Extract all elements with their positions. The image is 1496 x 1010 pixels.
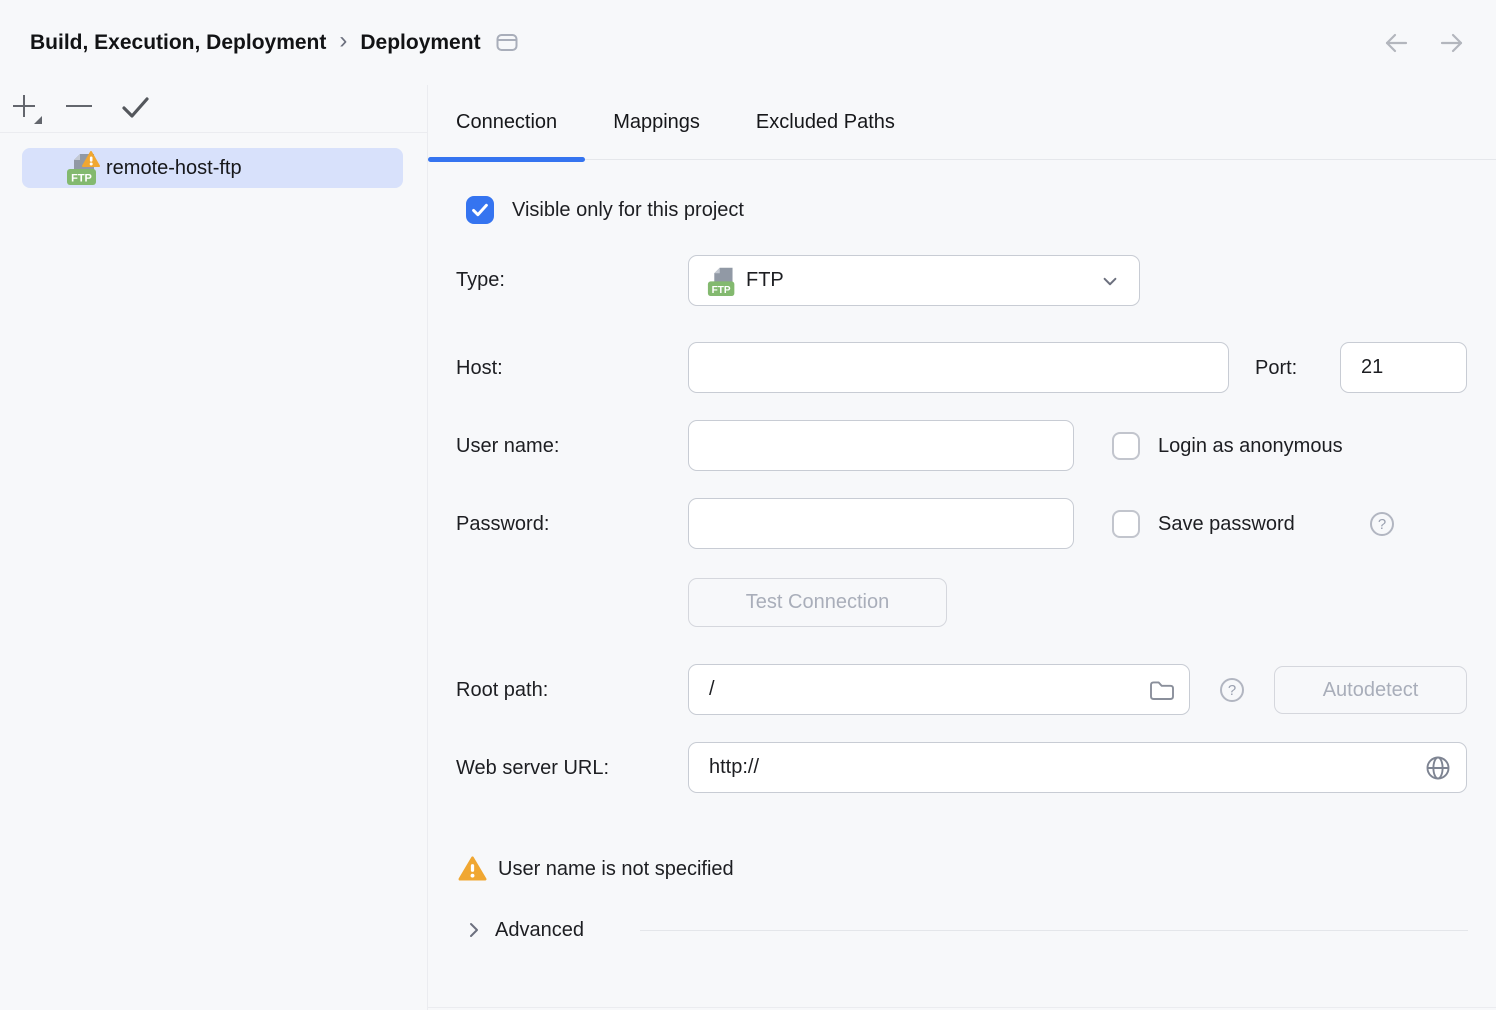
- header: Build, Execution, Deployment › Deploymen…: [0, 0, 1496, 85]
- password-label: Password:: [456, 513, 550, 535]
- tab-label: Mappings: [613, 110, 700, 133]
- web-server-url-label: Web server URL:: [456, 757, 610, 779]
- remove-server-icon[interactable]: [63, 91, 95, 127]
- back-arrow-icon[interactable]: [1380, 29, 1412, 57]
- type-row: Type: FTP FTP: [428, 255, 1496, 306]
- connection-form: Visible only for this project Type: FTP: [428, 160, 1496, 1010]
- web-server-url-row: Web server URL:: [428, 742, 1496, 794]
- bottom-divider: [428, 1007, 1496, 1008]
- use-as-default-check-icon[interactable]: [119, 91, 151, 127]
- server-config-panel: Connection Mappings Excluded Paths: [428, 85, 1496, 1010]
- password-row: Password: Save password ?: [428, 498, 1496, 550]
- breadcrumb-separator-icon: ›: [339, 27, 348, 54]
- history-navigation: [1380, 29, 1468, 57]
- user-name-input[interactable]: [688, 420, 1074, 471]
- svg-text:?: ?: [1378, 516, 1386, 533]
- ftp-server-warning-icon: FTP: [66, 150, 100, 186]
- save-password-checkbox[interactable]: [1112, 510, 1140, 538]
- server-list-toolbar: [0, 85, 427, 133]
- svg-text:?: ?: [1228, 682, 1236, 699]
- tab-excluded-paths[interactable]: Excluded Paths: [728, 85, 923, 159]
- login-anonymous-checkbox[interactable]: [1112, 432, 1140, 460]
- tab-bar: Connection Mappings Excluded Paths: [428, 85, 1496, 162]
- server-list: FTP remote-host-ftp: [0, 133, 427, 188]
- user-name-label: User name:: [456, 435, 560, 457]
- port-input[interactable]: [1340, 342, 1467, 393]
- list-item-label: remote-host-ftp: [106, 156, 242, 179]
- advanced-divider: [640, 930, 1468, 931]
- breadcrumb-root[interactable]: Build, Execution, Deployment: [30, 30, 327, 54]
- chevron-right-icon[interactable]: [464, 920, 484, 940]
- save-password-label: Save password: [1158, 513, 1295, 535]
- validation-warning: User name is not specified: [428, 855, 1496, 883]
- editor-window-icon[interactable]: [496, 33, 518, 52]
- user-row: User name: Login as anonymous: [428, 420, 1496, 472]
- host-row: Host: Port:: [428, 342, 1496, 394]
- globe-open-url-icon[interactable]: [1424, 754, 1452, 782]
- host-label: Host:: [456, 357, 503, 379]
- tab-mappings[interactable]: Mappings: [585, 85, 728, 159]
- login-anonymous-label: Login as anonymous: [1158, 435, 1343, 457]
- advanced-label[interactable]: Advanced: [495, 919, 584, 941]
- ftp-type-icon: FTP: [707, 264, 738, 297]
- svg-text:FTP: FTP: [71, 173, 92, 185]
- list-item[interactable]: FTP remote-host-ftp: [22, 148, 403, 188]
- password-input[interactable]: [688, 498, 1074, 549]
- add-server-icon[interactable]: [9, 91, 45, 127]
- tab-connection[interactable]: Connection: [428, 85, 586, 162]
- forward-arrow-icon[interactable]: [1436, 29, 1468, 57]
- visible-project-row: Visible only for this project: [428, 196, 1496, 224]
- svg-text:FTP: FTP: [712, 285, 731, 296]
- root-path-row: Root path: ?: [428, 664, 1496, 716]
- folder-browse-icon[interactable]: [1147, 676, 1175, 704]
- visible-project-label: Visible only for this project: [512, 199, 744, 221]
- breadcrumb: Build, Execution, Deployment › Deploymen…: [30, 29, 518, 56]
- server-list-panel: FTP remote-host-ftp: [0, 85, 428, 1010]
- autodetect-button[interactable]: Autodetect: [1274, 666, 1467, 714]
- root-path-input[interactable]: [688, 664, 1190, 715]
- root-path-help-icon[interactable]: ?: [1219, 677, 1245, 703]
- web-server-url-input[interactable]: [688, 742, 1467, 793]
- save-password-help-icon[interactable]: ?: [1369, 511, 1395, 537]
- tab-label: Connection: [456, 110, 558, 133]
- type-value: FTP: [746, 269, 784, 291]
- host-input[interactable]: [688, 342, 1229, 393]
- chevron-down-icon: [1097, 268, 1123, 294]
- warning-message: User name is not specified: [498, 858, 734, 880]
- breadcrumb-current: Deployment: [360, 30, 481, 54]
- port-label: Port:: [1255, 357, 1298, 379]
- type-label: Type:: [456, 269, 505, 291]
- advanced-section: Advanced: [428, 912, 1496, 948]
- root-path-label: Root path:: [456, 679, 549, 701]
- warning-triangle-icon: [458, 856, 487, 882]
- test-connection-row: Test Connection: [428, 578, 1496, 627]
- visible-project-checkbox[interactable]: [466, 196, 494, 224]
- type-dropdown[interactable]: FTP FTP: [688, 255, 1140, 306]
- tab-label: Excluded Paths: [755, 110, 895, 133]
- test-connection-button[interactable]: Test Connection: [688, 578, 947, 627]
